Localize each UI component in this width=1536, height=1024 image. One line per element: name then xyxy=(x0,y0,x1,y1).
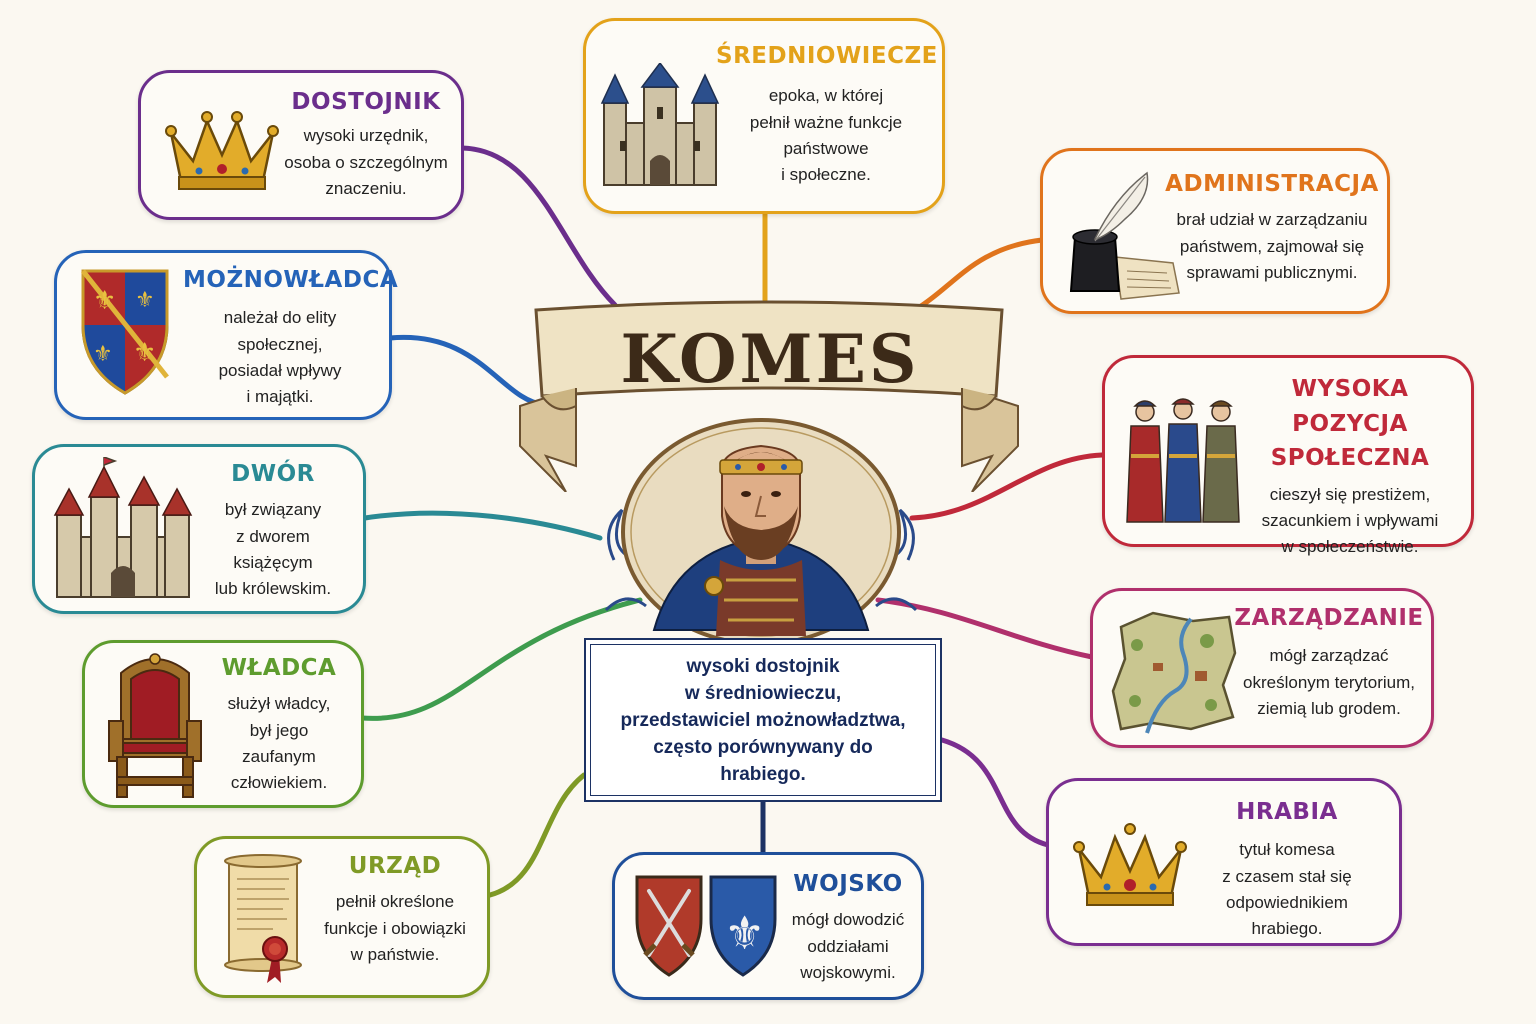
crown-icon xyxy=(165,111,279,190)
node-hrabia[interactable]: HRABIA tytuł komesa z czasem stał się od… xyxy=(1046,778,1402,946)
svg-text:⚜: ⚜ xyxy=(93,342,113,367)
node-title: URZĄD xyxy=(348,853,442,879)
link-zarzadzanie xyxy=(875,597,1095,660)
scroll-with-seal-icon xyxy=(224,854,302,983)
shields-icon: ⚜ xyxy=(635,875,777,977)
node-description: służył władcy, był jego zaufanym człowie… xyxy=(227,694,331,793)
node-administracja[interactable]: ADMINISTRACJA brał udział w zarządzaniu … xyxy=(1040,148,1390,314)
node-urzad[interactable]: URZĄD pełnił określone funkcje i obowiąz… xyxy=(194,836,490,998)
quill-and-ink-icon xyxy=(1069,171,1180,300)
svg-text:⚜: ⚜ xyxy=(133,338,156,368)
node-description: brał udział w zarządzaniu państwem, zajm… xyxy=(1176,210,1368,283)
node-zarzadzanie[interactable]: ZARZĄDZANIE mógł zarządzać określonym te… xyxy=(1090,588,1434,748)
central-description: wysoki dostojnik w średniowieczu, przeds… xyxy=(620,656,906,785)
crown-icon xyxy=(1073,823,1187,906)
node-description: pełnił określone funkcje i obowiązki w p… xyxy=(324,892,466,965)
link-dwor xyxy=(362,510,603,541)
node-title: HRABIA xyxy=(1236,799,1338,825)
node-title: DWÓR xyxy=(231,461,315,487)
svg-text:⚜: ⚜ xyxy=(724,906,765,960)
territory-map-icon xyxy=(1111,611,1237,734)
link-pozycja xyxy=(909,452,1105,521)
node-description: cieszył się prestiżem, szacunkiem i wpły… xyxy=(1261,484,1439,557)
node-wladca[interactable]: WŁADCA służył władcy, był jego zaufanym … xyxy=(82,640,364,808)
central-description-box: wysoki dostojnik w średniowieczu, przeds… xyxy=(584,638,942,802)
node-title: WŁADCA xyxy=(221,655,337,681)
link-moznowladca xyxy=(387,334,548,408)
node-wysoka-pozycja[interactable]: WYSOKA POZYCJA SPOŁECZNA cieszył się pre… xyxy=(1102,355,1474,556)
node-title: WYSOKA POZYCJA SPOŁECZNA xyxy=(1270,376,1430,471)
main-title: KOMES xyxy=(620,320,920,398)
node-description: epoka, w której pełnił ważne funkcje pań… xyxy=(749,86,903,185)
node-description: mógł zarządzać określonym terytorium, zi… xyxy=(1243,646,1415,719)
castle-icon xyxy=(600,63,720,186)
node-description: wysoki urzędnik, osoba o szczególnym zna… xyxy=(284,126,448,199)
node-dwor[interactable]: DWÓR był związany z dworem książęcym lub… xyxy=(32,444,366,614)
node-description: był związany z dworem książęcym lub król… xyxy=(214,500,332,599)
heraldic-shield-icon: ⚜ ⚜ ⚜ ⚜ xyxy=(81,269,169,395)
node-sredniowiecze[interactable]: ŚREDNIOWIECZE epoka, w której pełnił waż… xyxy=(583,18,945,214)
node-title: ADMINISTRACJA xyxy=(1165,171,1379,197)
link-hrabia xyxy=(939,737,1051,848)
svg-text:⚜: ⚜ xyxy=(93,286,116,316)
node-title: DOSTOJNIK xyxy=(291,89,441,115)
node-dostojnik[interactable]: DOSTOJNIK wysoki urzędnik, osoba o szcze… xyxy=(138,70,464,220)
nobles-group-icon xyxy=(1126,398,1240,523)
node-title: WOJSKO xyxy=(793,871,903,897)
throne-icon xyxy=(108,653,202,798)
node-moznowladca[interactable]: ⚜ ⚜ ⚜ ⚜ MOŻNOWŁADCA należał do elity społec… xyxy=(54,250,399,420)
link-dostojnik xyxy=(459,145,618,308)
node-description: tytuł komesa z czasem stał się odpowiedn… xyxy=(1222,840,1352,939)
node-title: ŚREDNIOWIECZE xyxy=(716,43,938,69)
svg-text:⚜: ⚜ xyxy=(135,288,155,313)
node-description: mógł dowodzić oddziałami wojskowymi. xyxy=(791,910,905,983)
komes-portrait-image xyxy=(604,418,918,642)
royal-court-castle-icon xyxy=(53,457,193,598)
link-urzad xyxy=(487,772,587,898)
title-banner-scroll xyxy=(519,300,1019,492)
node-title: ZARZĄDZANIE xyxy=(1234,605,1424,631)
node-wojsko[interactable]: ⚜ WOJSKO mógł dowodzić oddziałami wojsko… xyxy=(612,852,924,1000)
link-wladca xyxy=(359,597,643,721)
node-description: należał do elity społecznej, posiadał wp… xyxy=(218,308,342,407)
link-administracja xyxy=(915,237,1045,311)
node-title: MOŻNOWŁADCA xyxy=(183,267,399,293)
